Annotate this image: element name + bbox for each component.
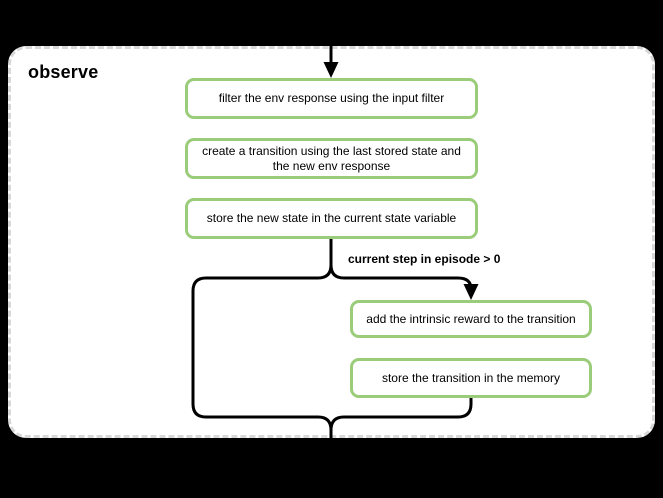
node-create-transition: create a transition using the last store… [185, 138, 478, 179]
node-filter-env-response: filter the env response using the input … [185, 78, 478, 119]
node-label: store the new state in the current state… [206, 211, 457, 225]
node-label: create a transition using the last store… [202, 143, 461, 173]
group-title: observe [28, 62, 99, 82]
node-store-transition: store the transition in the memory [350, 358, 592, 398]
node-label: filter the env response using the input … [218, 91, 445, 105]
node-store-new-state: store the new state in the current state… [185, 198, 478, 239]
node-add-intrinsic-reward: add the intrinsic reward to the transiti… [350, 300, 592, 338]
node-label: add the intrinsic reward to the transiti… [366, 311, 576, 326]
branch-condition-label: current step in episode > 0 [348, 252, 501, 266]
node-label: store the transition in the memory [381, 370, 561, 385]
